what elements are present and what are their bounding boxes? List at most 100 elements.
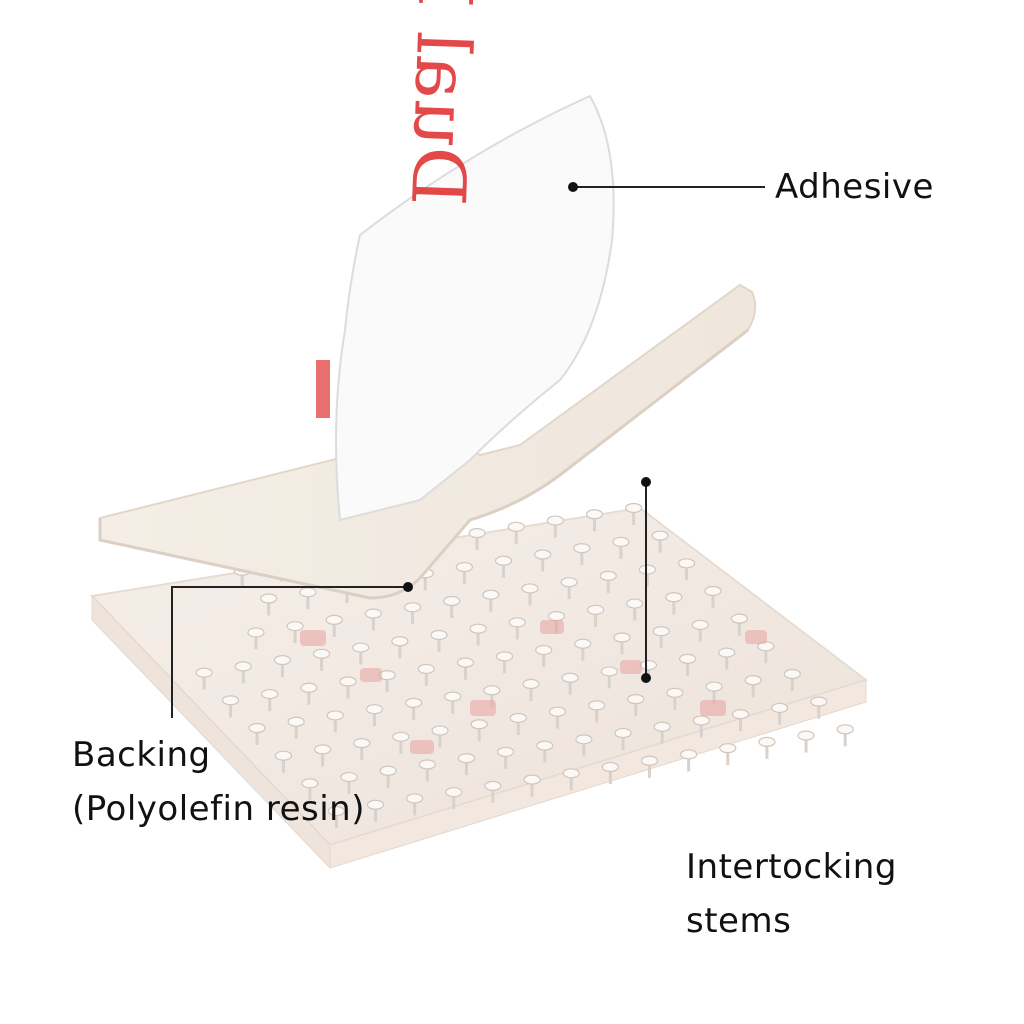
stem-head — [507, 521, 525, 532]
stems-label-line1: Intertocking — [686, 847, 897, 887]
stem-head — [719, 743, 737, 754]
stem-head — [730, 613, 749, 624]
stem-head — [548, 706, 567, 717]
backing-label-line2: (Polyolefin resin) — [72, 789, 365, 829]
stem-head — [599, 570, 617, 581]
stem-head — [404, 697, 423, 708]
stem-head — [221, 695, 240, 706]
stem-head — [234, 661, 252, 672]
stem-head — [508, 617, 526, 628]
stem-head — [810, 696, 828, 707]
stem-head — [612, 536, 630, 548]
stem-head — [718, 647, 736, 658]
stem-head — [534, 549, 552, 560]
stem-head — [692, 715, 710, 726]
stem-head — [509, 712, 527, 724]
stem-head — [586, 604, 605, 615]
stem-head — [731, 709, 750, 720]
stem-head — [521, 583, 539, 594]
stem-head — [379, 765, 397, 776]
stem-head — [797, 730, 815, 741]
stem-head — [653, 721, 671, 732]
stem-head — [600, 666, 618, 677]
backing-leader — [171, 586, 408, 718]
stem-head — [260, 593, 278, 604]
stem-head — [274, 750, 293, 761]
stem-head — [494, 555, 513, 566]
stem-head — [406, 793, 424, 804]
stem-head — [353, 738, 371, 749]
stem-head — [339, 676, 357, 687]
backing-label-line1: Backing — [72, 735, 211, 775]
callout-dots — [403, 182, 651, 683]
stem-head — [585, 509, 604, 520]
stem-head — [744, 675, 762, 686]
stem-head — [455, 561, 473, 573]
stem-head — [403, 602, 422, 613]
stems-label: Intertocking stems — [686, 840, 897, 948]
bottom-strip — [89, 502, 869, 870]
stem-head — [352, 642, 370, 653]
stem-head — [366, 799, 385, 810]
adhesive-dot — [568, 182, 578, 192]
stem-head — [195, 667, 213, 678]
stem-head — [443, 595, 461, 607]
stem-head — [340, 771, 358, 783]
stem-head — [497, 746, 515, 758]
stem-head — [392, 731, 410, 742]
backing-dot — [403, 582, 413, 592]
stem-head — [468, 528, 486, 539]
stem-head — [482, 589, 500, 600]
stem-head — [613, 632, 631, 643]
stem-head — [261, 688, 279, 700]
stem-head — [614, 727, 632, 739]
stem-head — [588, 700, 606, 711]
stem-head — [758, 736, 776, 747]
stem-head — [652, 626, 670, 637]
stem-head — [836, 724, 854, 735]
stem-head — [327, 805, 345, 817]
stem-head — [300, 682, 318, 693]
stem-head — [325, 614, 343, 625]
base-red-marks — [300, 620, 767, 754]
stem-head — [287, 716, 305, 727]
stem-head — [312, 648, 331, 659]
stem-head — [483, 685, 501, 696]
stem-head — [546, 515, 564, 526]
stem-head — [456, 657, 475, 668]
adhesive-label: Adhesive — [775, 160, 934, 214]
stem-head — [536, 740, 554, 751]
stem-head — [418, 759, 436, 770]
stem-head — [326, 710, 344, 721]
stem-head — [430, 629, 448, 641]
tape-brand-print: Dual Lock — [394, 0, 493, 207]
stem-head — [601, 761, 619, 773]
stem-head — [771, 702, 789, 714]
stem-head — [561, 672, 579, 683]
stem-head — [469, 623, 487, 634]
stem-head — [665, 592, 683, 603]
stem-head — [680, 749, 698, 760]
stem-head — [484, 780, 502, 791]
stem-head — [444, 691, 462, 702]
stem-head — [273, 655, 292, 666]
stem-head — [638, 564, 656, 575]
stems-dot-upper — [641, 477, 651, 487]
stem-head — [666, 687, 684, 698]
stem-head — [247, 627, 265, 638]
stem-head — [248, 722, 266, 734]
stem-head — [678, 653, 697, 664]
stem-head — [391, 636, 409, 647]
backing-label: Backing (Polyolefin resin) — [72, 728, 365, 836]
stem-head — [470, 719, 488, 730]
stem-head — [560, 577, 578, 588]
stem-head — [535, 644, 553, 656]
stem-head — [365, 704, 384, 715]
stem-grid — [195, 502, 854, 829]
adhesive-label-text: Adhesive — [775, 167, 934, 207]
stem-head — [640, 755, 659, 766]
callouts — [171, 186, 765, 718]
stem-head — [301, 778, 319, 789]
